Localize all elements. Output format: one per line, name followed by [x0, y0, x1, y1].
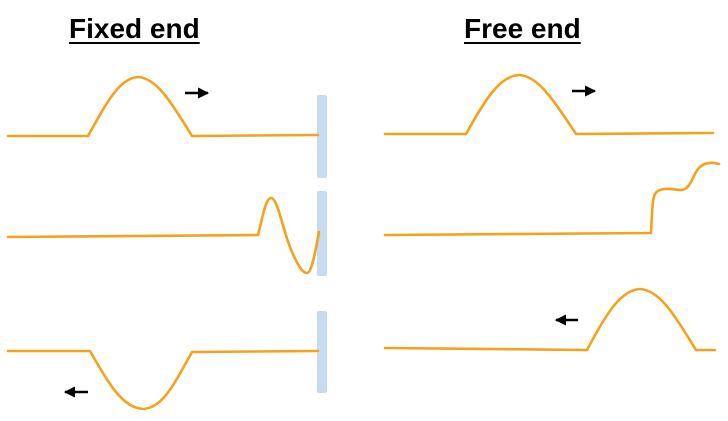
- free-boundary-wave: [383, 161, 721, 237]
- free-end-title: Free end: [464, 13, 581, 44]
- fixed-incident-wave: [6, 75, 320, 138]
- fixed-end-title: Fixed end: [69, 13, 200, 44]
- fixed-wall-segment-bottom: [317, 311, 327, 393]
- free-reflected-wave: [383, 287, 717, 352]
- fixed-reflected-wave: [6, 349, 320, 411]
- fixed-wall-segment-middle: [317, 191, 327, 276]
- free-incident-wave: [383, 73, 715, 136]
- fixed-wall-segment-top: [317, 95, 327, 178]
- fixed-boundary-wave: [6, 196, 321, 275]
